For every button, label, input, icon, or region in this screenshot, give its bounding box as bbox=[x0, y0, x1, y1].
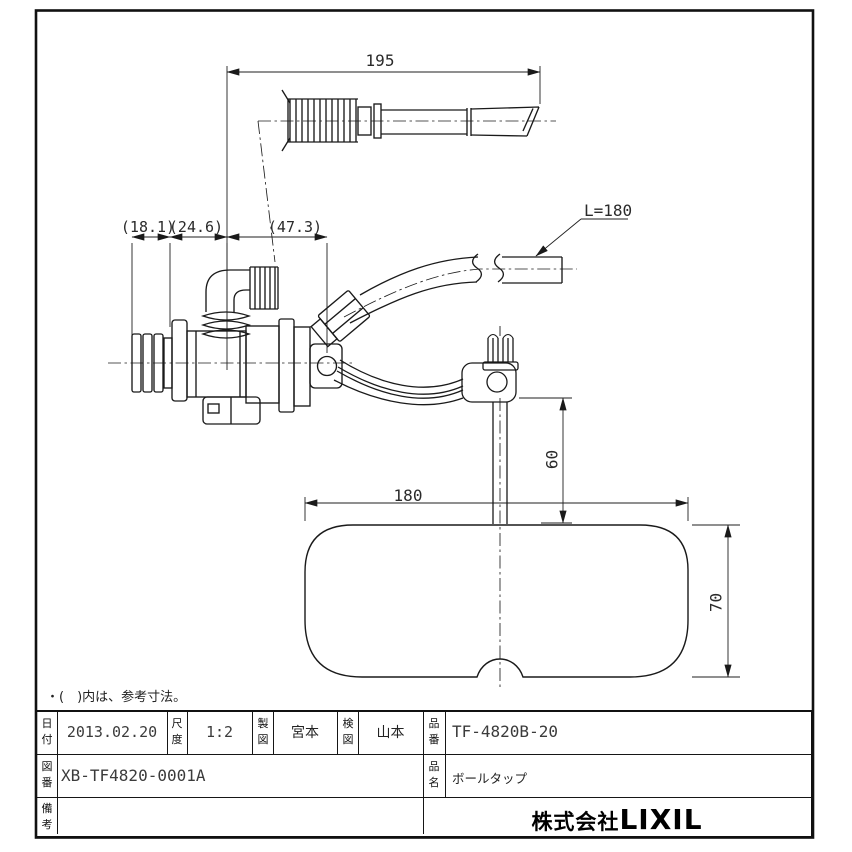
dim-195-label: 195 bbox=[365, 51, 395, 70]
center-lines bbox=[108, 120, 577, 690]
company-name: 株式会社 bbox=[531, 810, 620, 834]
remarks-label: 備考 bbox=[41, 802, 53, 831]
reference-dimension-note: ・( )内は、参考寸法。 bbox=[46, 690, 187, 705]
scale-value: 1:2 bbox=[205, 723, 234, 741]
valve-assembly-drawing bbox=[131, 266, 371, 425]
product-name-label: 品名 bbox=[428, 760, 440, 789]
dim-24-6-label: (24.6) bbox=[168, 218, 224, 236]
brand-name: LIXIL bbox=[619, 803, 703, 836]
checker-value: 山本 bbox=[376, 725, 405, 741]
date-label: 日付 bbox=[41, 717, 53, 746]
title-block-frame bbox=[34, 709, 813, 838]
drafter-value: 宮本 bbox=[291, 725, 319, 741]
checker-label: 検図 bbox=[342, 717, 354, 746]
page-border bbox=[34, 9, 815, 839]
dim-70-label: 70 bbox=[706, 592, 726, 613]
supply-hose-drawing bbox=[349, 253, 563, 324]
dim-l180-label: L=180 bbox=[584, 201, 633, 220]
dim-18-1-label: (18.1) bbox=[120, 218, 176, 236]
drawing-no-label: 図番 bbox=[41, 760, 53, 789]
dim-60-label: 60 bbox=[542, 449, 562, 470]
top-hose-drawing bbox=[281, 89, 540, 152]
float-arm-drawing bbox=[333, 326, 519, 524]
scale-label: 尺度 bbox=[171, 717, 183, 746]
part-no-value: TF-4820B-20 bbox=[452, 722, 558, 741]
part-no-label: 品番 bbox=[428, 717, 440, 746]
dim-47-3-label: (47.3) bbox=[267, 218, 323, 236]
float-drawing bbox=[304, 524, 689, 678]
date-value: 2013.02.20 bbox=[66, 723, 158, 741]
dimension-lines bbox=[131, 66, 740, 678]
company-logo: 株式会社LIXIL bbox=[423, 803, 811, 836]
drafter-label: 製図 bbox=[257, 717, 269, 746]
dim-180-label: 180 bbox=[393, 486, 423, 505]
drawing-no-value: XB-TF4820-0001A bbox=[61, 766, 206, 785]
product-name-value: ボールタップ bbox=[452, 771, 528, 786]
